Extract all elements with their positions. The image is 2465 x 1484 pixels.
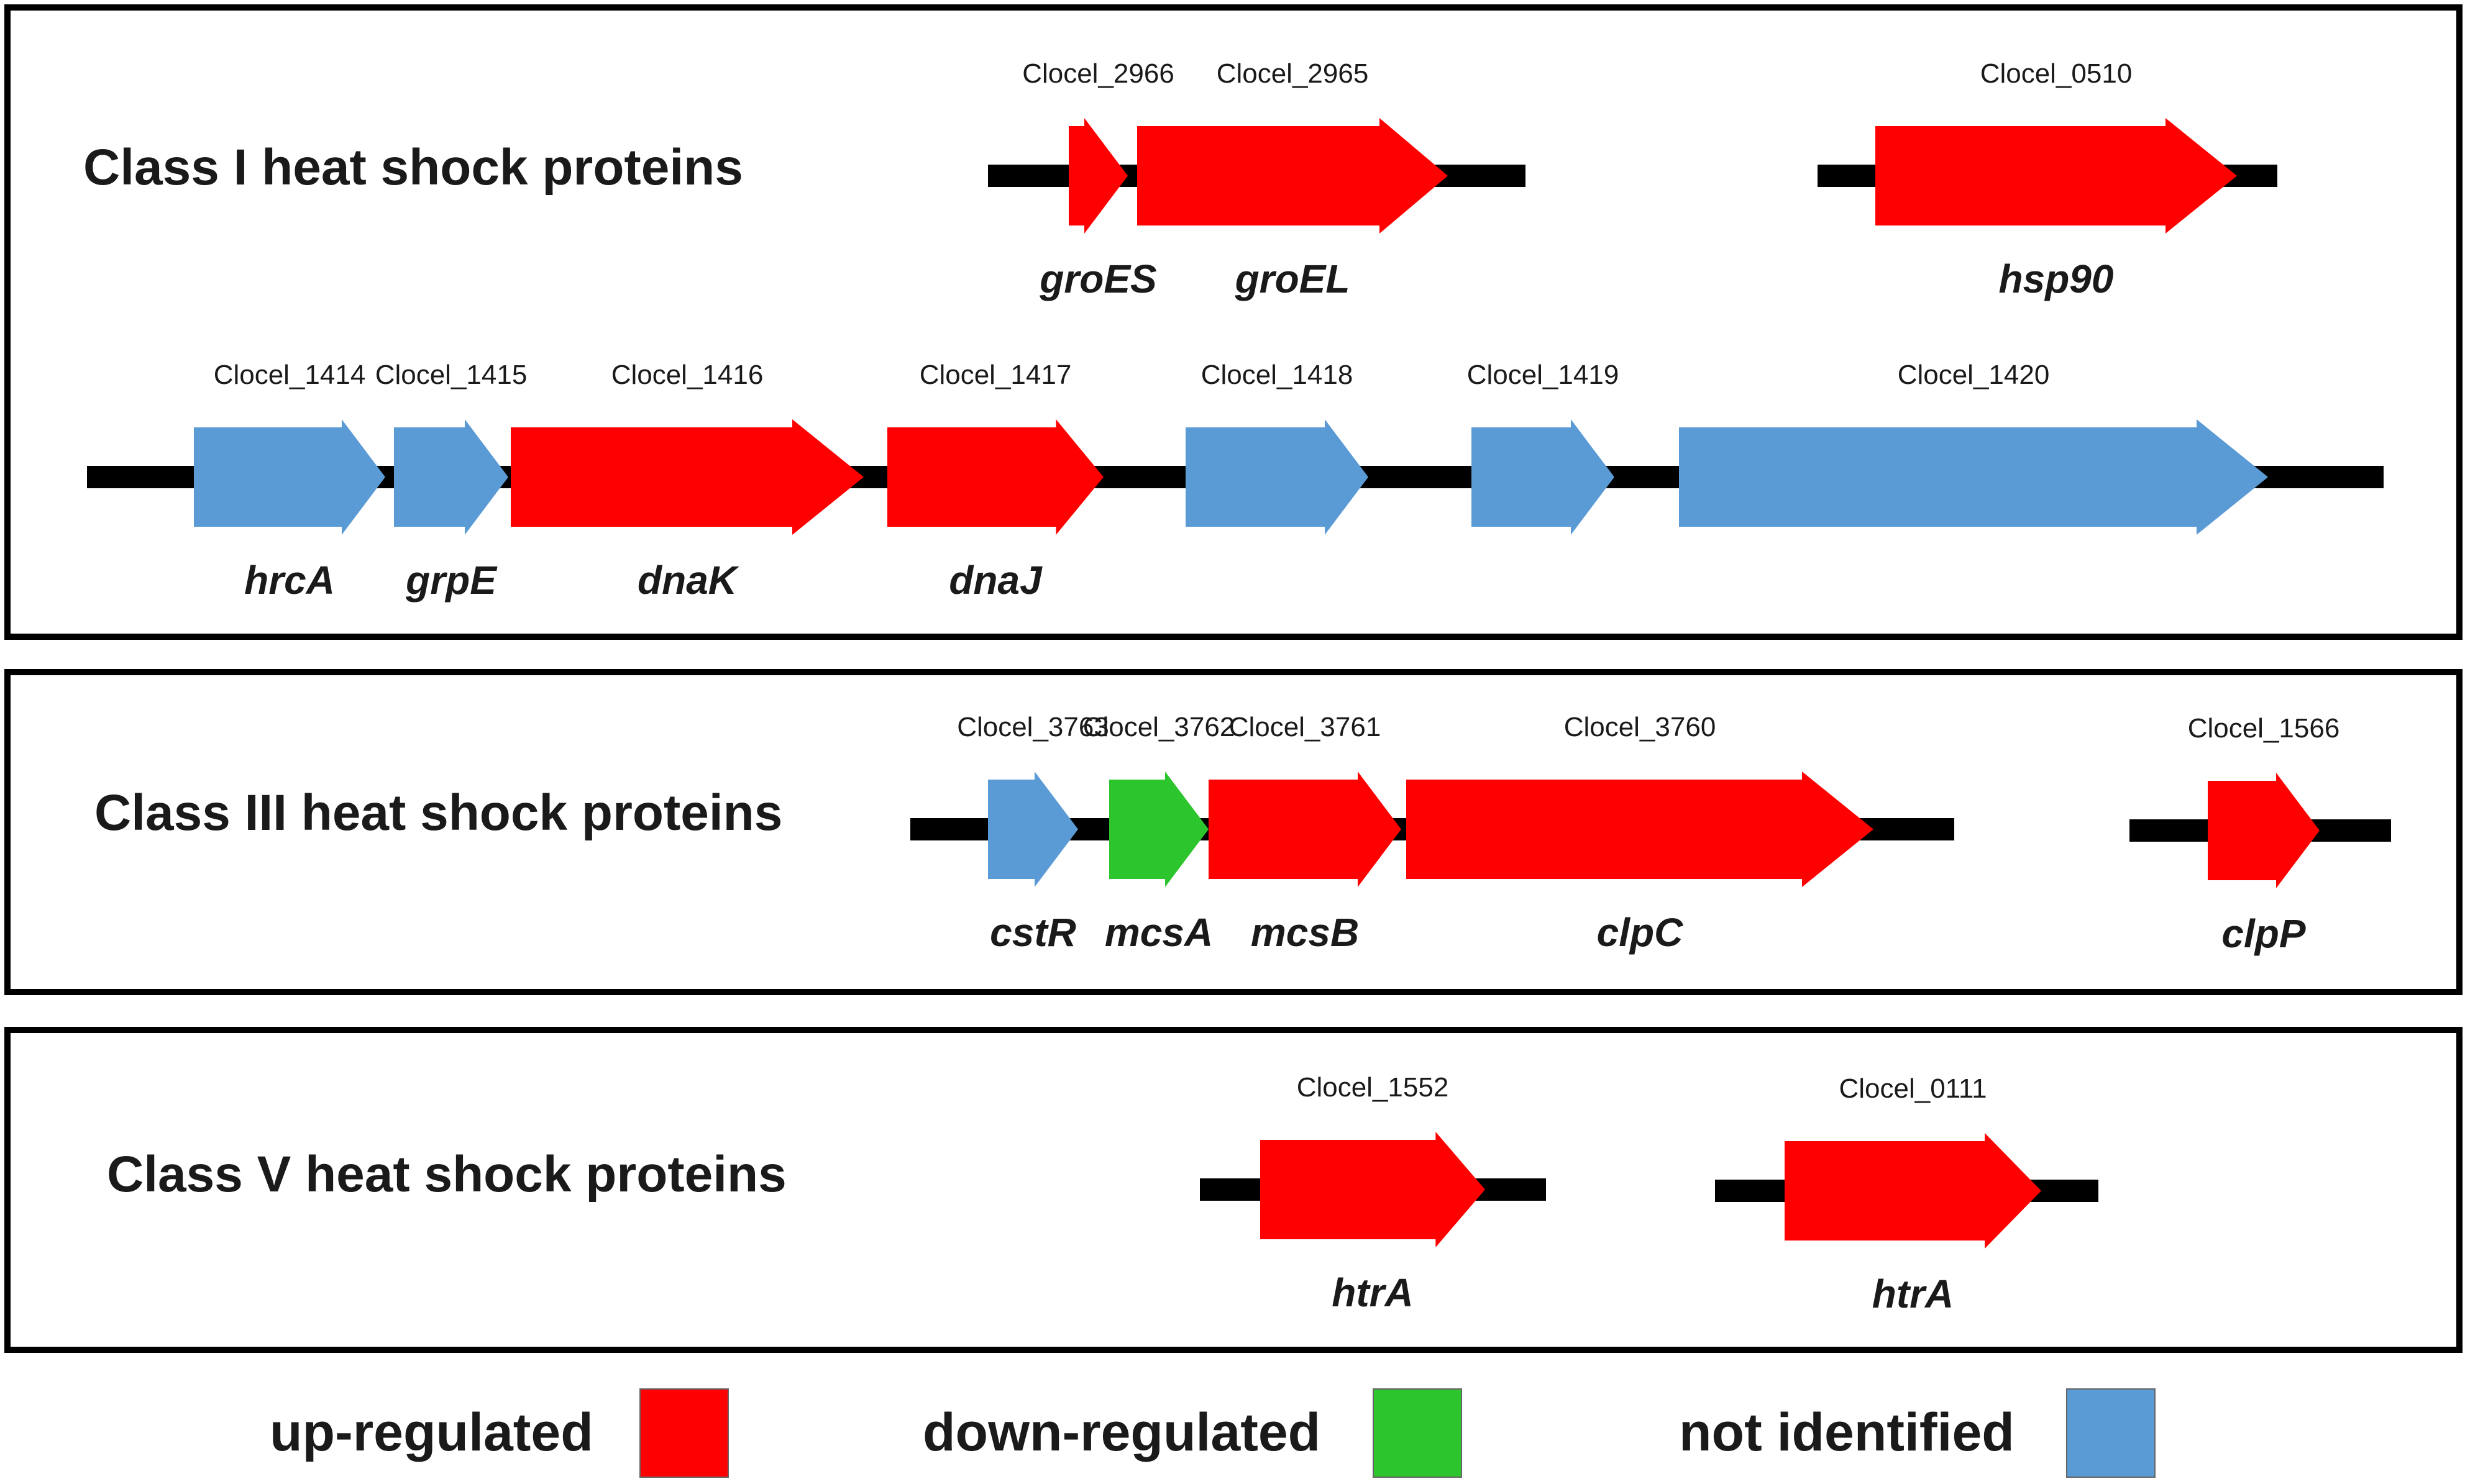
gene-clocel-1552: Clocel_1552 htrA — [1260, 1072, 1485, 1315]
locus-tag: Clocel_1414 — [214, 360, 366, 390]
gene-arrow — [1109, 772, 1209, 887]
gene-arrow — [1785, 1133, 2041, 1249]
locus-tag: Clocel_2966 — [1022, 58, 1174, 89]
gene-arrow — [1209, 772, 1401, 887]
gene-name: hrcA — [244, 558, 335, 603]
gene-arrow — [887, 419, 1104, 535]
gene-clocel-3761: Clocel_3761 mcsB — [1209, 712, 1401, 955]
gene-arrow — [1875, 118, 2237, 234]
gene-arrow — [1260, 1132, 1485, 1247]
gene-name: hsp90 — [1999, 257, 2114, 301]
legend-item-down: down-regulated — [923, 1388, 1462, 1478]
legend-label: down-regulated — [923, 1403, 1320, 1462]
gene-clocel-1416: Clocel_1416 dnaK — [511, 360, 864, 603]
legend-swatch — [639, 1388, 729, 1478]
gene-name: mcsB — [1251, 910, 1359, 955]
gene-arrow — [1069, 118, 1128, 234]
locus-tag: Clocel_2965 — [1217, 58, 1369, 89]
panel-class-i: Class I heat shock proteins Clocel_2966gr… — [4, 4, 2463, 640]
legend-label: not identified — [1679, 1403, 2015, 1462]
gene-name: dnaK — [638, 558, 740, 603]
gene-clocel-2966: Clocel_2966 groES — [1022, 58, 1174, 301]
locus-tag: Clocel_3762 — [1083, 712, 1235, 742]
gene-clocel-1566: Clocel_1566 clpP — [2188, 713, 2340, 956]
gene-clocel-3763: Clocel_3763 cstR — [957, 712, 1109, 955]
legend-swatch — [1373, 1388, 1462, 1478]
operon-hsp90: Clocel_0510 hsp90 — [1818, 58, 2277, 301]
panel-title: Class I heat shock proteins — [83, 139, 743, 196]
locus-tag: Clocel_1419 — [1467, 360, 1619, 390]
operon-groesl: Clocel_2966 groES Clocel_2965 groEL — [988, 58, 1525, 301]
gene-clocel-1417: Clocel_1417 dnaJ — [887, 360, 1104, 603]
locus-tag: Clocel_0510 — [1980, 58, 2133, 89]
gene-arrow — [1679, 419, 2268, 535]
locus-tag: Clocel_3760 — [1564, 712, 1716, 742]
gene-name: clpP — [2221, 911, 2305, 956]
gene-arrow — [2208, 773, 2320, 888]
locus-tag: Clocel_1418 — [1201, 360, 1353, 390]
gene-arrow — [1186, 419, 1368, 535]
panel-frame — [4, 4, 2463, 640]
operon-dnak: Clocel_1414hrcAClocel_1415grpEClocel_141… — [87, 360, 2384, 603]
legend-label: up-regulated — [270, 1403, 593, 1462]
gene-name: dnaJ — [949, 558, 1043, 603]
locus-tag: Clocel_1415 — [375, 360, 528, 390]
gene-name: htrA — [1872, 1272, 1954, 1316]
gene-name: groES — [1039, 257, 1157, 301]
gene-clocel-0510: Clocel_0510 hsp90 — [1875, 58, 2237, 301]
gene-clocel-3760: Clocel_3760 clpC — [1406, 712, 1873, 955]
panel-title: Class V heat shock proteins — [107, 1146, 787, 1203]
gene-arrow — [1137, 118, 1448, 234]
locus-tag: Clocel_1417 — [920, 360, 1072, 390]
gene-clocel-0111: Clocel_0111 htrA — [1785, 1073, 2041, 1316]
legend-swatch — [2066, 1388, 2156, 1478]
gene-clocel-1418: Clocel_1418 — [1186, 360, 1368, 535]
locus-tag: Clocel_1552 — [1297, 1072, 1449, 1103]
gene-arrow — [394, 419, 508, 535]
gene-arrow — [1406, 772, 1873, 887]
operon-clpc: Clocel_3763cstRClocel_3762mcsAClocel_376… — [910, 712, 1954, 955]
operon-clpp: Clocel_1566 clpP — [2129, 713, 2391, 956]
gene-clocel-2965: Clocel_2965 groEL — [1137, 58, 1448, 301]
gene-clocel-1415: Clocel_1415 grpE — [375, 360, 528, 603]
panel-class-iii: Class III heat shock proteins Clocel_3763… — [4, 669, 2463, 995]
gene-clocel-1419: Clocel_1419 — [1467, 360, 1619, 535]
locus-tag: Clocel_3763 — [957, 712, 1109, 742]
gene-name: groEL — [1235, 257, 1350, 301]
locus-tag: Clocel_3761 — [1229, 712, 1381, 742]
legend-item-none: not identified — [1679, 1388, 2156, 1478]
operon-htra-2: Clocel_0111 htrA — [1715, 1073, 2098, 1316]
gene-name: clpC — [1597, 910, 1683, 955]
gene-name: grpE — [405, 558, 498, 603]
legend-item-up: up-regulated — [270, 1388, 729, 1478]
locus-tag: Clocel_1416 — [611, 360, 764, 390]
locus-tag: Clocel_1420 — [1898, 360, 2050, 390]
locus-tag: Clocel_0111 — [1839, 1073, 1987, 1104]
gene-arrow — [511, 419, 864, 535]
gene-arrow — [194, 419, 385, 535]
gene-clocel-3762: Clocel_3762 mcsA — [1083, 712, 1235, 955]
panel-class-v: Class V heat shock proteins Clocel_1552ht… — [4, 1027, 2463, 1353]
locus-tag: Clocel_1566 — [2188, 713, 2340, 744]
gene-arrow — [1471, 419, 1614, 535]
gene-clocel-1414: Clocel_1414 hrcA — [194, 360, 385, 603]
gene-clocel-1420: Clocel_1420 — [1679, 360, 2268, 535]
legend: up-regulated down-regulated not identified — [270, 1388, 2156, 1478]
gene-name: mcsA — [1105, 910, 1213, 955]
panels-layer: Class I heat shock proteins Clocel_2966gr… — [4, 4, 2463, 1353]
operon-htra-1: Clocel_1552 htrA — [1200, 1072, 1546, 1315]
gene-arrow — [988, 772, 1078, 887]
gene-name: htrA — [1332, 1270, 1414, 1315]
panel-title: Class III heat shock proteins — [94, 785, 782, 841]
gene-name: cstR — [990, 910, 1076, 955]
